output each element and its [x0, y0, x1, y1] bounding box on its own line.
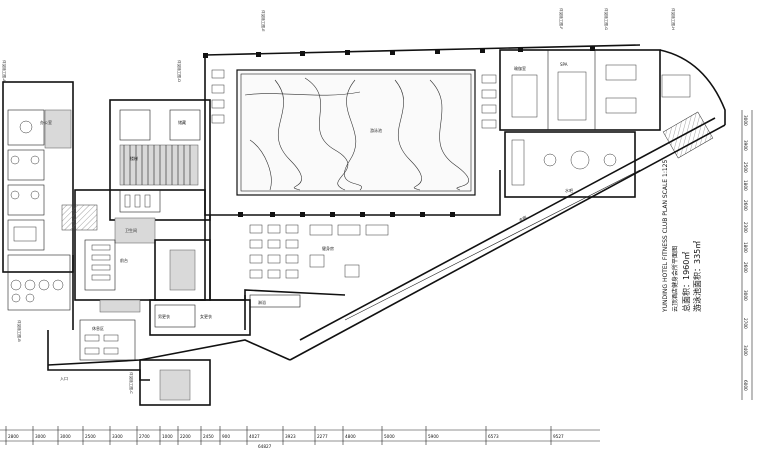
- dimension-label: 6000: [743, 380, 748, 391]
- dimension-label: 2300: [743, 222, 748, 233]
- bar-label: 水吧: [565, 187, 573, 193]
- dimension-label: 2600: [743, 200, 748, 211]
- dimension-label: 900: [222, 434, 230, 439]
- callout-right-2: 详见施工图-H: [671, 8, 676, 30]
- callout-lobby: 详见施工图-C: [129, 372, 134, 394]
- dimension-label: 1800: [743, 242, 748, 253]
- dimension-label: 4027: [249, 434, 260, 439]
- pool-label: 游泳池: [370, 127, 382, 133]
- yoga-label: 瑜伽室: [514, 65, 526, 71]
- office-label: 办公室: [40, 119, 52, 125]
- title-block: YUNDING HOTEL FITNESS CLUB PLAN SCALE 1:…: [662, 160, 702, 313]
- gym-area: 健身房 淋浴 男更衣 女更衣 走廊: [47, 117, 726, 406]
- dimension-label: 5000: [384, 434, 395, 439]
- pool-hall: 游泳池 详见施工图-E 详见施工图-F: [203, 8, 641, 217]
- dimension-label: 3000: [35, 434, 46, 439]
- dimension-label: 2800: [8, 434, 19, 439]
- dimension-label: 3000: [743, 115, 748, 126]
- toilet-label: 卫生间: [125, 227, 137, 233]
- spa-label: SPA: [560, 62, 568, 67]
- dimension-label: 3923: [285, 434, 296, 439]
- title-english: YUNDING HOTEL FITNESS CLUB PLAN SCALE 1:…: [662, 160, 669, 313]
- callout-right-1: 详见施工图-G: [604, 8, 609, 30]
- dimension-label: 3300: [112, 434, 123, 439]
- dimension-label: 3900: [743, 140, 748, 151]
- storage-label: 储藏: [178, 119, 186, 125]
- dimension-label: 6573: [488, 434, 499, 439]
- dimension-label: 9527: [553, 434, 564, 439]
- dimension-label: 3400: [743, 345, 748, 356]
- dimension-label: 2277: [317, 434, 328, 439]
- entrance-label: 入口: [60, 376, 68, 381]
- dimension-label: 2500: [743, 162, 748, 173]
- callout-pool-1: 详见施工图-E: [261, 10, 266, 32]
- right-dimensions: 3000 3900 2500 1800 2600 2300 1800 2600 3000 2700…: [741, 110, 753, 400]
- lobby-area: 休息区 入口 详见施工图-C: [47, 255, 150, 394]
- callout-left-bottom: 详见施工图-B: [17, 320, 22, 342]
- stair-label: 楼梯: [130, 155, 138, 161]
- dimension-label: 3000: [60, 434, 71, 439]
- dimension-label: 2600: [743, 262, 748, 273]
- callout-core: 详见施工图-D: [177, 60, 182, 82]
- dimension-label: 2200: [180, 434, 191, 439]
- callout-pool-2: 详见施工图-F: [559, 8, 564, 29]
- dimension-label: 1000: [162, 434, 173, 439]
- core-area: 楼梯 储藏 前台 卫生间 详见施工图-D: [61, 60, 211, 313]
- title-line-1: 云顶酒店健身会所平面图: [671, 246, 679, 312]
- locker-f-label: 女更衣: [200, 313, 212, 319]
- dimension-label: 2500: [85, 434, 96, 439]
- swimming-pool: [236, 69, 476, 196]
- dimension-label: 3000: [743, 290, 748, 301]
- dimension-label: 2700: [139, 434, 150, 439]
- dimension-label: 4800: [345, 434, 356, 439]
- dimension-label: 1800: [743, 180, 748, 191]
- dimension-label: 2450: [203, 434, 214, 439]
- locker-m-label: 男更衣: [158, 313, 170, 319]
- left-wing: 办公室 详见施工图-A 详见施工图-B: [2, 60, 74, 342]
- dimension-total: 64827: [258, 444, 272, 449]
- reception-label: 前台: [120, 257, 128, 263]
- shower-label: 淋浴: [258, 299, 266, 305]
- lounge-label: 休息区: [92, 325, 104, 331]
- right-rooms: 瑜伽室 SPA 水吧 详见施工图-G 详见施工图-H: [499, 8, 726, 198]
- title-line-2: 总面积：1960㎡: [681, 252, 691, 312]
- gym-label: 健身房: [322, 245, 334, 251]
- corridor-label: 走廊: [518, 214, 528, 223]
- callout-left-top: 详见施工图-A: [2, 60, 7, 82]
- bottom-dimensions: 2800 3000 3000 2500 3300 2700 1000 2200 2450 900 4…: [0, 426, 600, 449]
- dimension-label: 5900: [428, 434, 439, 439]
- title-line-3: 游泳池面积：335㎡: [692, 241, 702, 312]
- dimension-label: 2700: [743, 318, 748, 329]
